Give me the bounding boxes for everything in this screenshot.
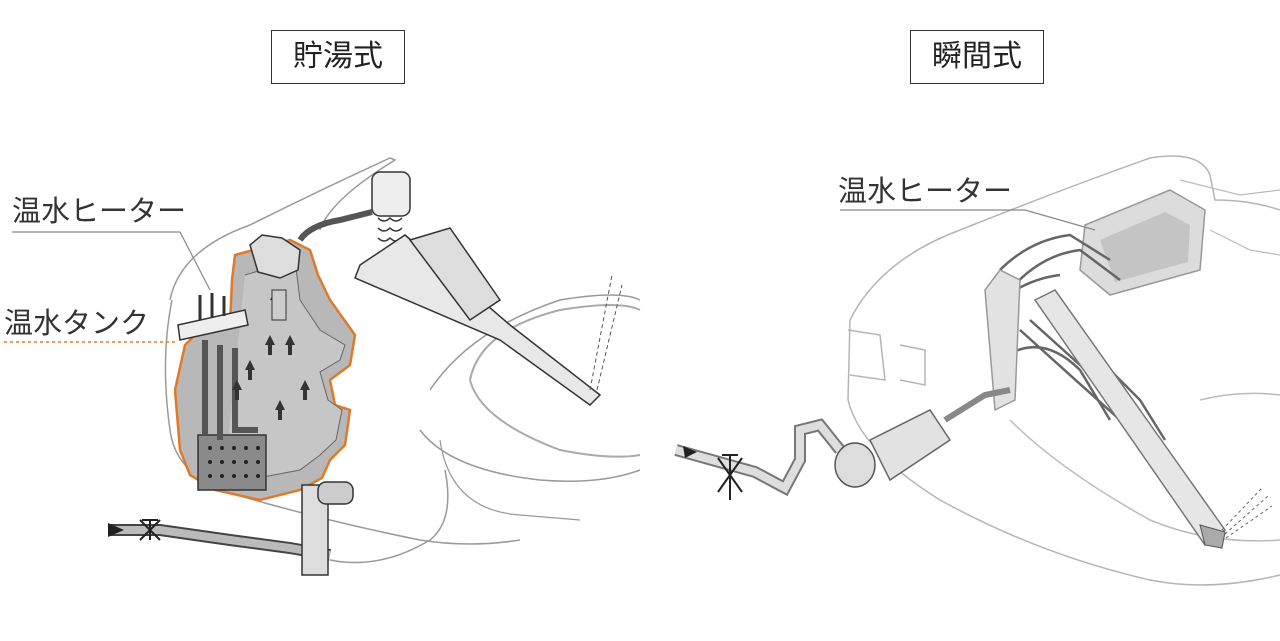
storage-type-illustration <box>4 157 641 576</box>
heater-terminals <box>198 293 226 320</box>
top-fittings <box>249 234 301 279</box>
pump-cylinder <box>371 171 411 217</box>
toilet-side-curve <box>439 439 581 521</box>
flow-pipe <box>943 387 1011 423</box>
seat-body-outline <box>849 155 1280 321</box>
inlet-arrow <box>108 523 124 537</box>
solenoid-valve <box>868 409 952 482</box>
bowl-outline <box>1009 392 1280 542</box>
hot-water-heater-label-left: 温水ヒーター <box>12 194 187 228</box>
seat-side-panel <box>847 329 926 386</box>
leader-heater-right <box>840 209 1096 231</box>
instant-inlet-pipe-inner <box>674 420 844 494</box>
outlet-fitting <box>317 481 354 505</box>
instant-inlet-arrow <box>683 446 697 458</box>
tank-inner-panel <box>224 259 346 479</box>
spray <box>1221 487 1273 539</box>
toilet-bowl-inner <box>469 304 641 458</box>
nozzle-arm <box>354 234 602 406</box>
shutoff-valve <box>139 519 161 541</box>
spray-lines <box>589 274 623 391</box>
valve-stem <box>271 289 287 321</box>
filter-housing <box>834 442 876 488</box>
heater-rods <box>202 340 258 440</box>
heater-block-shading <box>1100 212 1190 282</box>
nozzle-rail <box>1033 289 1227 547</box>
instant-type-title: 瞬間式 <box>910 30 1044 84</box>
leader-heater-left <box>12 231 211 291</box>
hot-water-heater-label-right: 温水ヒーター <box>838 174 1013 208</box>
left-frame <box>984 269 1021 412</box>
toilet-bowl-rim <box>419 294 641 482</box>
rear-cover <box>1179 179 1280 256</box>
lower-hose <box>329 469 449 564</box>
storage-type-title: 貯湯式 <box>271 30 405 84</box>
heater-coil-dots <box>208 446 260 478</box>
instant-shutoff-valve <box>717 454 743 500</box>
nozzle-tip <box>1199 524 1226 549</box>
hot-water-tank-label: 温水タンク <box>4 306 150 340</box>
pump-spring <box>377 216 403 242</box>
toilet-body-outline <box>169 157 397 301</box>
instant-type-illustration <box>674 155 1280 586</box>
nozzle-housing <box>408 227 502 322</box>
upper-pipe <box>297 209 373 242</box>
